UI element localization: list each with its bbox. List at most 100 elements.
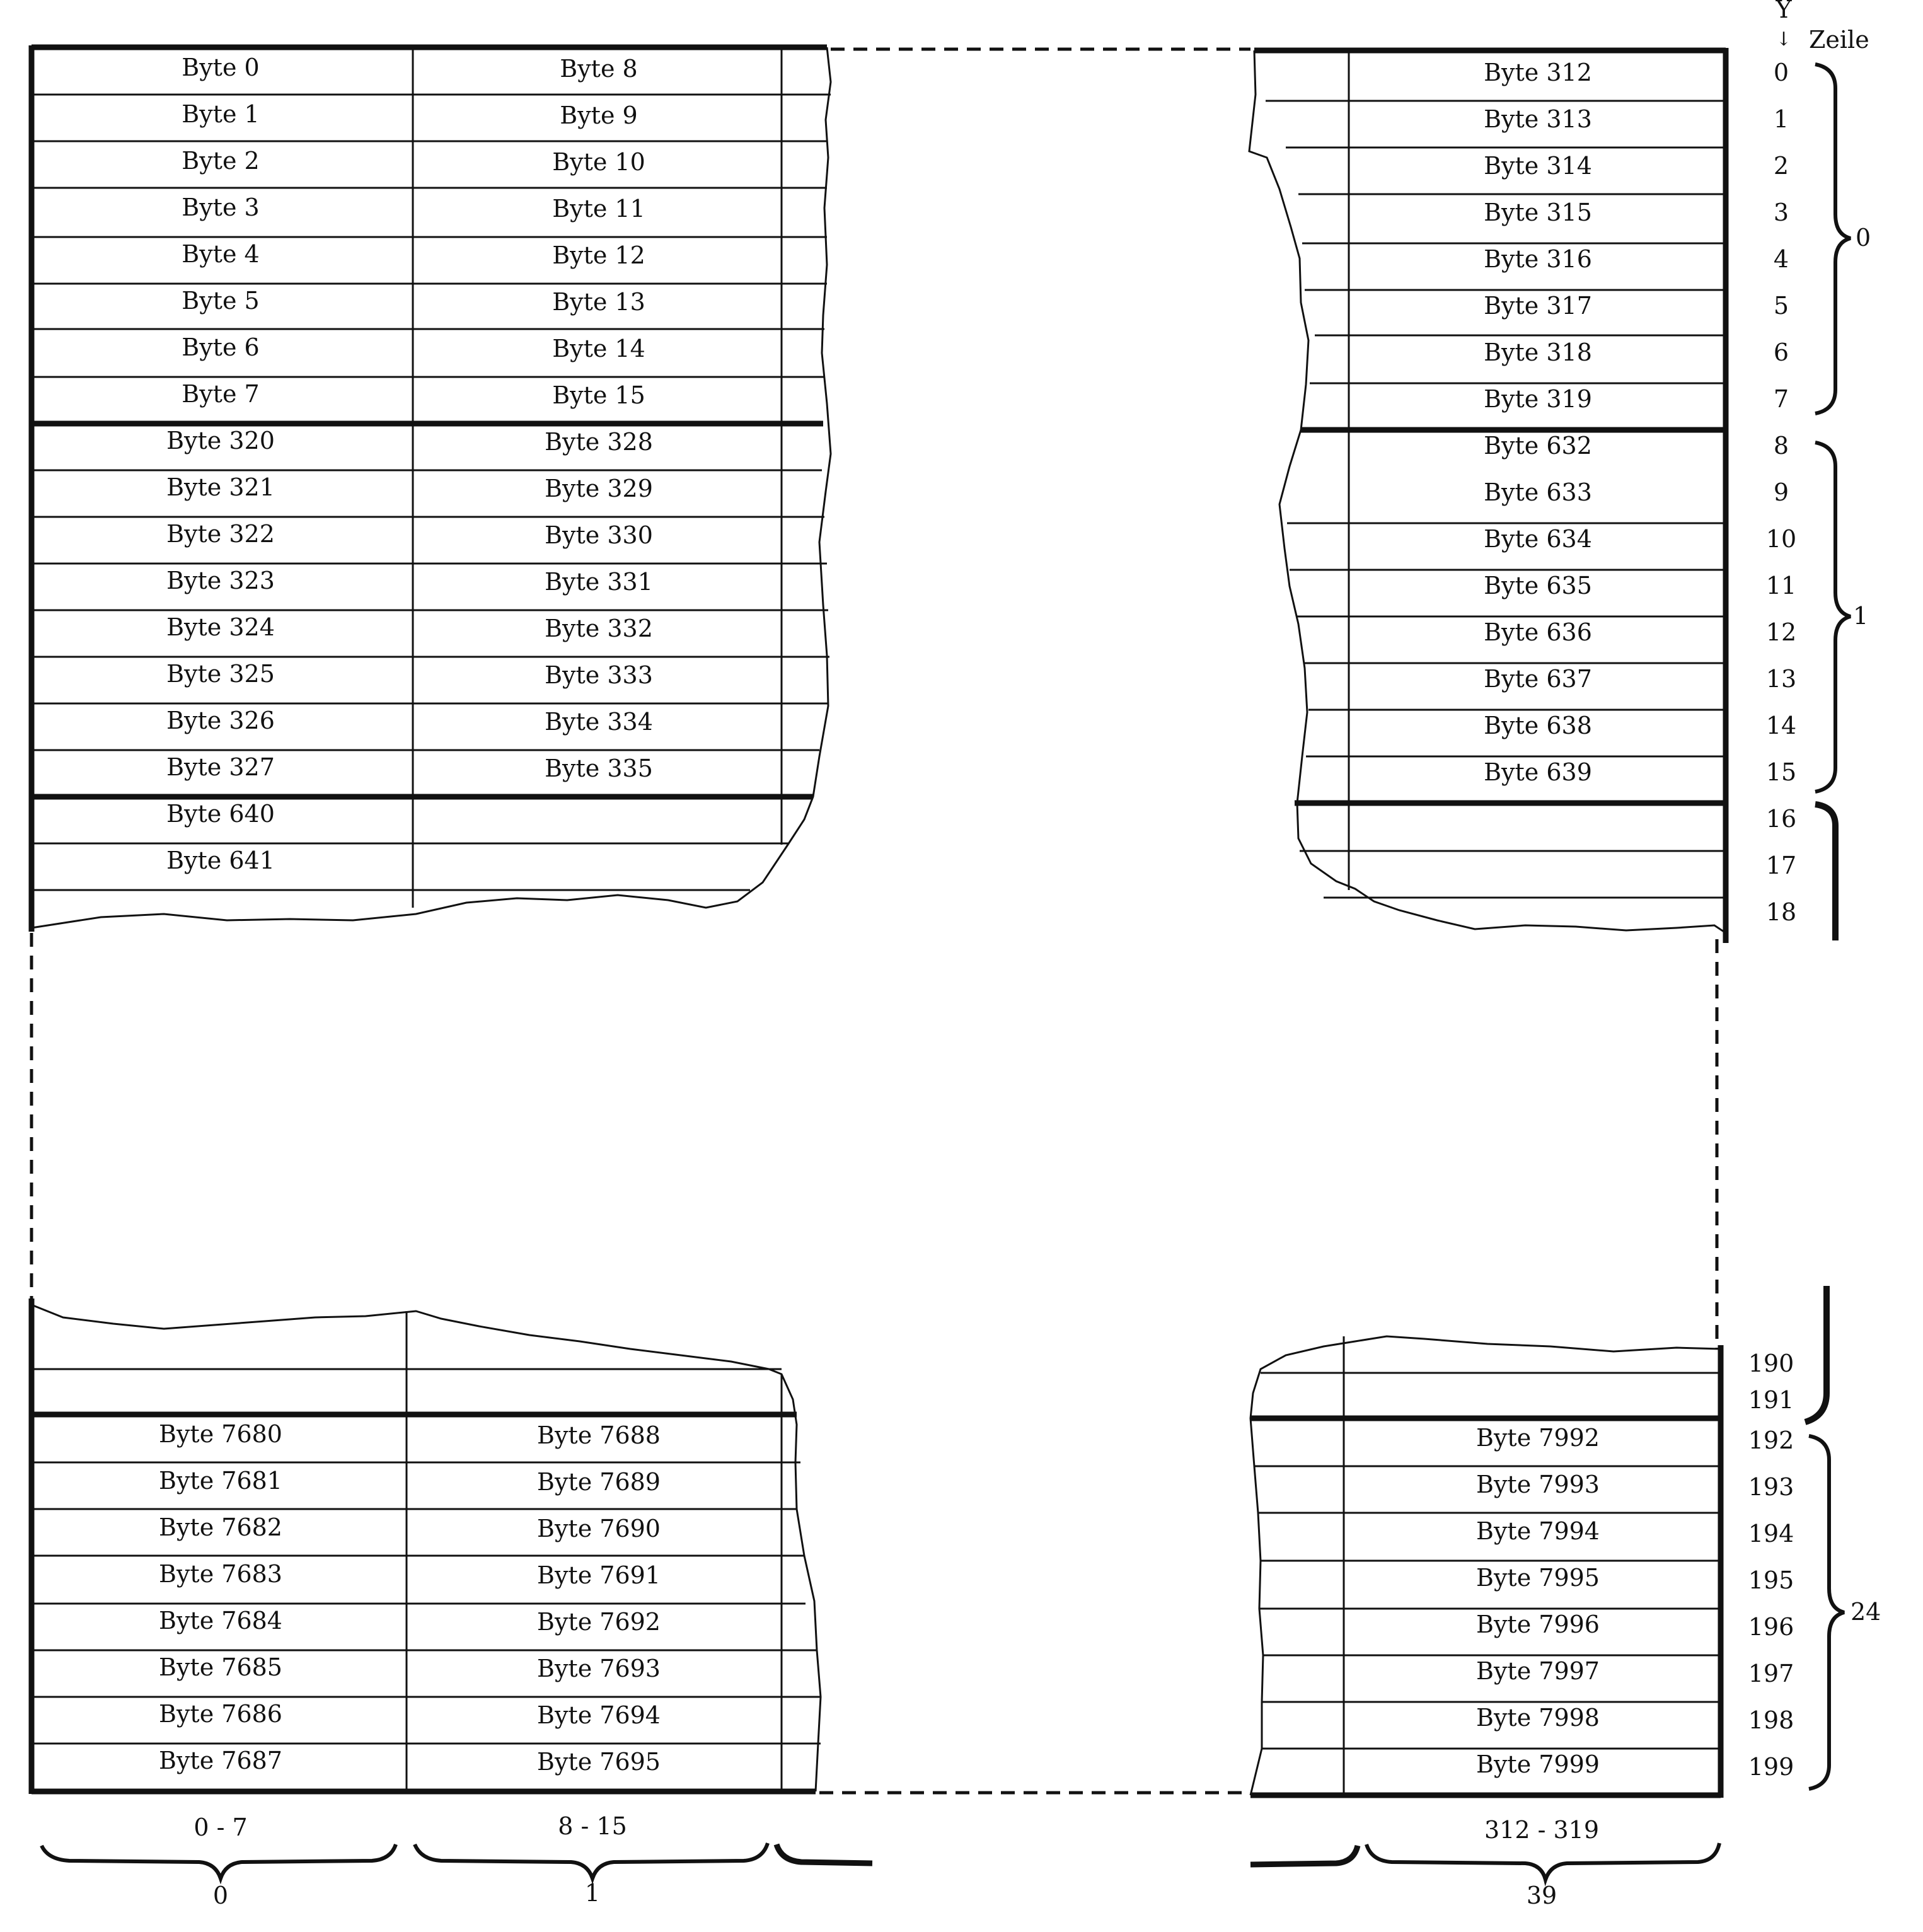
byte-cell-label: Byte 14 [552,335,645,362]
y-row-number: 199 [1748,1753,1794,1781]
byte-cell-label: Byte 333 [545,661,653,689]
byte-cell-label: Byte 635 [1484,572,1592,599]
byte-cell-label: Byte 636 [1484,618,1592,646]
block-bottom-left [28,1299,822,1795]
row-group-label: 24 [1851,1598,1881,1626]
byte-cell-label: Byte 335 [545,755,653,782]
y-row-number: 11 [1766,572,1796,599]
y-row-number: 9 [1774,478,1789,506]
y-row-number: 17 [1766,852,1796,879]
row-group-label: 0 [1856,224,1871,252]
byte-cell-label: Byte 328 [545,428,653,456]
byte-cell-label: Byte 6 [182,333,259,361]
byte-cell-label: Byte 7689 [537,1468,661,1496]
byte-cell-label: Byte 326 [166,707,275,734]
byte-cell-label: Byte 12 [552,241,645,269]
byte-cell-label: Byte 331 [545,568,653,596]
byte-cell-label: Byte 329 [545,475,653,502]
byte-cell-label: Byte 7998 [1476,1704,1600,1732]
byte-cell-label: Byte 7683 [159,1560,282,1588]
byte-cell-label: Byte 312 [1484,59,1592,86]
byte-cell-label: Byte 640 [166,800,275,828]
byte-cell-label: Byte 7997 [1476,1657,1600,1685]
byte-cell-label: Byte 318 [1484,338,1592,366]
y-axis-label: Y [1775,0,1792,23]
byte-cell-label: Byte 7999 [1476,1750,1600,1778]
column-label: 39 [1527,1882,1557,1909]
byte-cell-label: Byte 632 [1484,432,1592,460]
byte-cell-label: Byte 327 [166,753,275,781]
byte-cell-label: Byte 1 [182,100,259,128]
byte-cell-label: Byte 7992 [1476,1424,1600,1452]
byte-cell-label: Byte 7995 [1476,1564,1600,1592]
y-row-number: 15 [1766,758,1796,786]
byte-cell-label: Byte 7691 [537,1561,661,1589]
block-top-right [1248,47,1729,943]
byte-cell-label: Byte 4 [182,240,259,268]
byte-cell-label: Byte 7996 [1476,1611,1600,1638]
byte-cell-label: Byte 325 [166,660,275,688]
y-row-number: 196 [1748,1613,1794,1641]
byte-cell-label: Byte 7682 [159,1513,282,1541]
byte-cell-label: Byte 11 [552,195,645,223]
y-row-number: 8 [1774,432,1789,460]
byte-cell-label: Byte 7686 [159,1700,282,1728]
y-row-number: 193 [1748,1473,1794,1501]
dashed-connectors [30,47,1719,1795]
x-range-label: 8 - 15 [558,1812,627,1840]
y-row-number: 4 [1774,245,1789,273]
brace-column-partial-right [1250,1844,1361,1868]
byte-cell-label: Byte 641 [166,847,275,874]
byte-cell-label: Byte 10 [552,148,645,176]
byte-cell-label: Byte 321 [166,473,275,501]
byte-cell-label: Byte 314 [1484,152,1592,180]
byte-cell-label: Byte 315 [1484,199,1592,226]
byte-cell-label: Byte 7688 [537,1421,661,1449]
y-row-number: 198 [1748,1706,1794,1734]
byte-cell-label: Byte 638 [1484,712,1592,739]
brace-column-partial-left [773,1843,873,1866]
byte-cell-label: Byte 7694 [537,1701,661,1729]
row-group-braces [1804,62,1851,1791]
column-label: 1 [585,1879,600,1907]
byte-cell-label: Byte 15 [552,381,645,409]
brace-row-group-24 [1808,1434,1845,1791]
column-braces [40,1842,1721,1887]
byte-cell-label: Byte 320 [166,427,275,454]
block-bottom-right [1249,1335,1724,1798]
byte-cell-label: Byte 13 [552,288,645,316]
byte-cell-label: Byte 317 [1484,292,1592,320]
y-row-number: 13 [1766,665,1796,693]
byte-cell-label: Byte 7 [182,380,259,408]
y-row-number: 10 [1766,525,1796,553]
byte-cell-label: Byte 7695 [537,1748,661,1776]
byte-cell-label: Byte 7685 [159,1653,282,1681]
byte-cell-label: Byte 7684 [159,1607,282,1634]
y-row-number: 14 [1766,712,1796,739]
y-row-number: 12 [1766,618,1796,646]
byte-cell-label: Byte 7693 [537,1655,661,1682]
byte-cell-label: Byte 7993 [1476,1471,1600,1498]
byte-cell-label: Byte 9 [560,101,637,129]
row-group-label: 1 [1853,602,1868,630]
top-left-torn-fill [32,47,831,928]
y-row-number: 5 [1774,292,1789,320]
y-row-numbers: 0123456789101112131415161718190191192193… [1748,59,1796,1781]
byte-cell-label: Byte 7687 [159,1747,282,1774]
brace-column-0 [40,1843,398,1885]
byte-cell-label: Byte 639 [1484,758,1592,786]
byte-cell-label: Byte 332 [545,615,653,642]
byte-cell-label: Byte 7681 [159,1467,282,1495]
byte-cell-label: Byte 637 [1484,665,1592,693]
y-row-number: 195 [1748,1566,1794,1594]
byte-cell-label: Byte 634 [1484,525,1592,553]
y-row-number: 18 [1766,898,1796,926]
column-label: 0 [213,1882,228,1909]
block-top-left [28,44,832,932]
byte-cell-label: Byte 8 [560,55,637,83]
y-row-number: 191 [1748,1386,1794,1414]
brace-column-39 [1365,1842,1721,1887]
byte-cell-label: Byte 2 [182,147,259,175]
